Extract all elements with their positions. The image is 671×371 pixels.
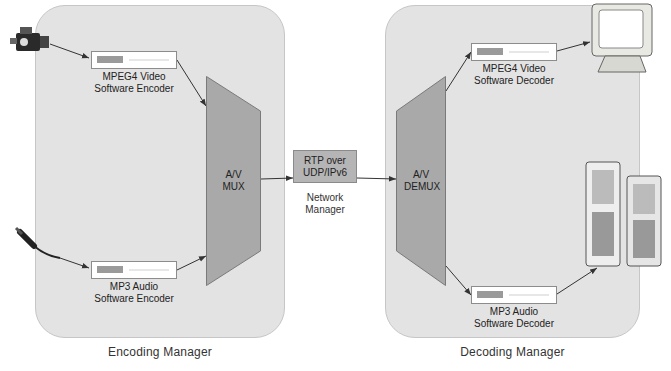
camera-viewfinder [10, 38, 17, 44]
device-icon [471, 286, 557, 304]
input-line [60, 258, 89, 268]
output-line [557, 268, 597, 294]
codec-module: MP3 Audio Software Decoder [471, 286, 557, 329]
mux-label: A/V MUX [217, 169, 251, 193]
camera-top [20, 27, 32, 34]
speaker-cone [592, 170, 614, 204]
device-case [92, 262, 177, 279]
data-flow-arrow [177, 256, 206, 270]
monitor-case [592, 4, 652, 56]
manager-panel: Decoding ManagerA/V DEMUXMPEG4 Video Sof… [385, 5, 640, 338]
data-flow-arrow [177, 60, 206, 106]
speaker-icon [586, 162, 661, 266]
plug-icon [16, 228, 60, 258]
monitor-icon [592, 4, 652, 72]
speaker-box [586, 162, 620, 266]
panel-heading: Encoding Manager [36, 345, 284, 359]
device-slot [509, 295, 549, 296]
device-panel [477, 48, 503, 55]
network-node: RTP over UDP/IPv6Network Manager [293, 150, 357, 216]
mux-trapezoid: A/V MUX [206, 76, 261, 286]
connector-group [177, 52, 471, 295]
device-case [92, 52, 177, 69]
codec-module: MP3 Audio Software Encoder [91, 261, 177, 304]
illustration [10, 4, 661, 294]
data-flow-arrow [446, 52, 471, 91]
panel-heading: Decoding Manager [386, 345, 639, 359]
camera-icon [10, 27, 49, 51]
device-panel [97, 56, 123, 63]
device-icon [471, 43, 557, 61]
network-box: RTP over UDP/IPv6 [293, 150, 357, 183]
mux-label: A/V DEMUX [404, 169, 438, 193]
codec-module: MPEG4 Video Software Decoder [471, 43, 557, 86]
manager-heading: Network Manager [294, 192, 356, 216]
mux-trapezoid: A/V DEMUX [396, 76, 446, 286]
trapezoid-outline [397, 77, 446, 286]
camera-body [16, 33, 40, 51]
plug-cable [34, 246, 60, 258]
device-panel [97, 266, 123, 273]
data-flow-arrow [446, 266, 471, 295]
speaker-cone [633, 184, 655, 214]
device-icon [91, 51, 177, 69]
protocol-label: RTP over UDP/IPv6 [299, 155, 351, 178]
module-label: MPEG4 Video Software Decoder [471, 63, 557, 86]
camera-detail [20, 38, 28, 46]
device-icon [91, 261, 177, 279]
device-slot [129, 60, 169, 61]
device-case [472, 287, 557, 304]
speaker-cone [633, 220, 655, 258]
plug-body [20, 232, 34, 246]
output-line [557, 42, 590, 51]
device-panel [477, 291, 503, 298]
codec-module: MPEG4 Video Software Encoder [91, 51, 177, 94]
plug-tip [16, 228, 22, 234]
manager-panel: Encoding ManagerMPEG4 Video Software Enc… [35, 5, 285, 338]
device-slot [509, 52, 549, 53]
trapezoid-outline [207, 77, 261, 286]
data-flow-arrow [261, 178, 293, 179]
speaker-box [627, 176, 661, 266]
data-flow-arrow [357, 178, 396, 179]
trapezoid-text-wrap: A/V DEMUX [396, 76, 446, 286]
input-line [50, 44, 89, 58]
monitor-base [598, 56, 646, 72]
device-case [472, 44, 557, 61]
module-label: MP3 Audio Software Encoder [91, 281, 177, 304]
camera-lens [40, 36, 49, 48]
device-slot [129, 270, 169, 271]
module-label: MP3 Audio Software Decoder [471, 306, 557, 329]
module-label: MPEG4 Video Software Encoder [91, 71, 177, 94]
speaker-cone [592, 212, 614, 256]
monitor-screen [599, 10, 643, 48]
trapezoid-text-wrap: A/V MUX [206, 76, 261, 286]
